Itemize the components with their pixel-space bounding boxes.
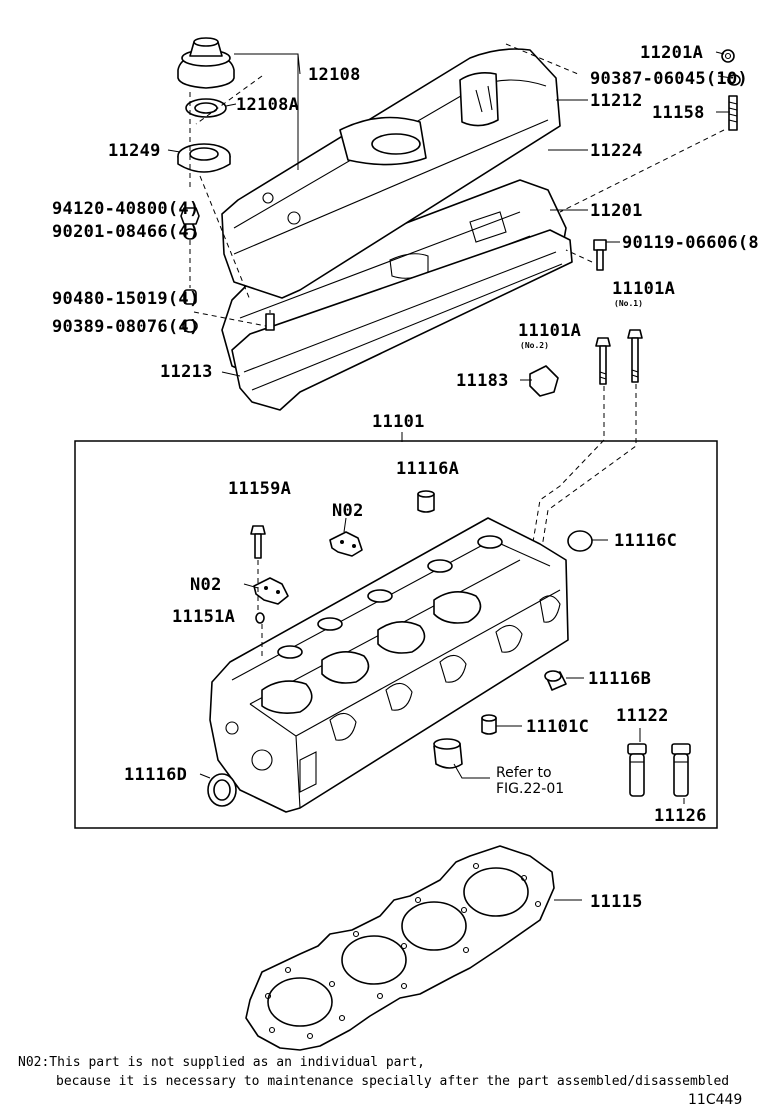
label-n02-lower: N02: [190, 575, 222, 595]
rocker-cover[interactable]: [221, 48, 561, 299]
label-90387: 90387-06045(10): [590, 69, 748, 89]
head-bolt-no2[interactable]: [595, 337, 611, 385]
head-cover-gasket[interactable]: [231, 229, 573, 411]
valve-guide-11126[interactable]: [671, 743, 691, 797]
bolt-top: [265, 313, 275, 331]
oil-filler-cap[interactable]: [177, 37, 235, 89]
label-11213: 11213: [160, 362, 213, 382]
label-11122: 11122: [616, 706, 669, 726]
leader-lines: [167, 51, 733, 901]
plug-11116A[interactable]: [417, 490, 435, 513]
footnote-line-1: N02:This part is not supplied as an indi…: [18, 1055, 425, 1070]
label-11116D: 11116D: [124, 765, 187, 785]
seal-11116D[interactable]: [207, 773, 237, 807]
label-11224: 11224: [590, 141, 643, 161]
label-refer-to: Refer to: [496, 765, 552, 781]
pin-11151A[interactable]: [255, 612, 265, 624]
label-11201: 11201: [590, 201, 643, 221]
grommet[interactable]: [177, 143, 231, 173]
cover-nut-left[interactable]: [180, 207, 200, 225]
label-11101: 11101: [372, 412, 425, 432]
label-12108: 12108: [308, 65, 361, 85]
label-n02-upper: N02: [332, 501, 364, 521]
refer-part[interactable]: [433, 738, 463, 769]
label-no1: (No.1): [614, 299, 643, 308]
label-11159A: 11159A: [228, 479, 291, 499]
footnote-line-2: because it is necessary to maintenance s…: [56, 1074, 729, 1089]
label-94120: 94120-40800(4): [52, 199, 200, 219]
label-11212: 11212: [590, 91, 643, 111]
cover-bolt[interactable]: [593, 239, 607, 271]
label-11126: 11126: [654, 806, 707, 826]
label-11101C: 11101C: [526, 717, 589, 737]
n02-part-upper[interactable]: [329, 531, 363, 557]
label-11116C: 11116C: [614, 531, 677, 551]
seal-washer-left[interactable]: [183, 228, 197, 240]
label-11249: 11249: [108, 141, 161, 161]
label-90119: 90119-06606(8): [622, 233, 760, 253]
n02-part-lower[interactable]: [253, 577, 289, 605]
label-11116A: 11116A: [396, 459, 459, 479]
label-fig-ref: FIG.22-01: [496, 781, 564, 797]
label-11201A: 11201A: [640, 43, 703, 63]
label-12108A: 12108A: [236, 95, 299, 115]
cover-nut[interactable]: [721, 49, 735, 63]
label-90201: 90201-08466(4): [52, 222, 200, 242]
cylinder-head-gasket[interactable]: [245, 845, 555, 1051]
label-11101A-1: 11101A: [612, 279, 675, 299]
label-11183: 11183: [456, 371, 509, 391]
grommet-small[interactable]: [183, 289, 197, 305]
plug-11116B[interactable]: [544, 670, 567, 691]
label-11115: 11115: [590, 892, 643, 912]
cylinder-head[interactable]: [209, 517, 569, 813]
plug-11116C[interactable]: [567, 530, 593, 552]
cylinder-head-box: [74, 440, 718, 829]
head-bolt-no1[interactable]: [627, 329, 643, 383]
gasket-small[interactable]: [182, 319, 198, 333]
figure-code: 11C449: [688, 1092, 742, 1108]
label-11151A: 11151A: [172, 607, 235, 627]
filler-cap-gasket[interactable]: [185, 98, 227, 118]
dowel-11101C[interactable]: [481, 714, 497, 735]
valve-guide-11122[interactable]: [627, 743, 647, 797]
bolt-11159A[interactable]: [250, 525, 266, 559]
label-11101A-2: 11101A: [518, 321, 581, 341]
label-11116B: 11116B: [588, 669, 651, 689]
label-no2: (No.2): [520, 341, 549, 350]
label-90389: 90389-08076(4): [52, 317, 200, 337]
cover-stud[interactable]: [728, 95, 738, 131]
label-11158: 11158: [652, 103, 705, 123]
camshaft-bearing-cap[interactable]: [529, 365, 559, 397]
label-90480: 90480-15019(4): [52, 289, 200, 309]
